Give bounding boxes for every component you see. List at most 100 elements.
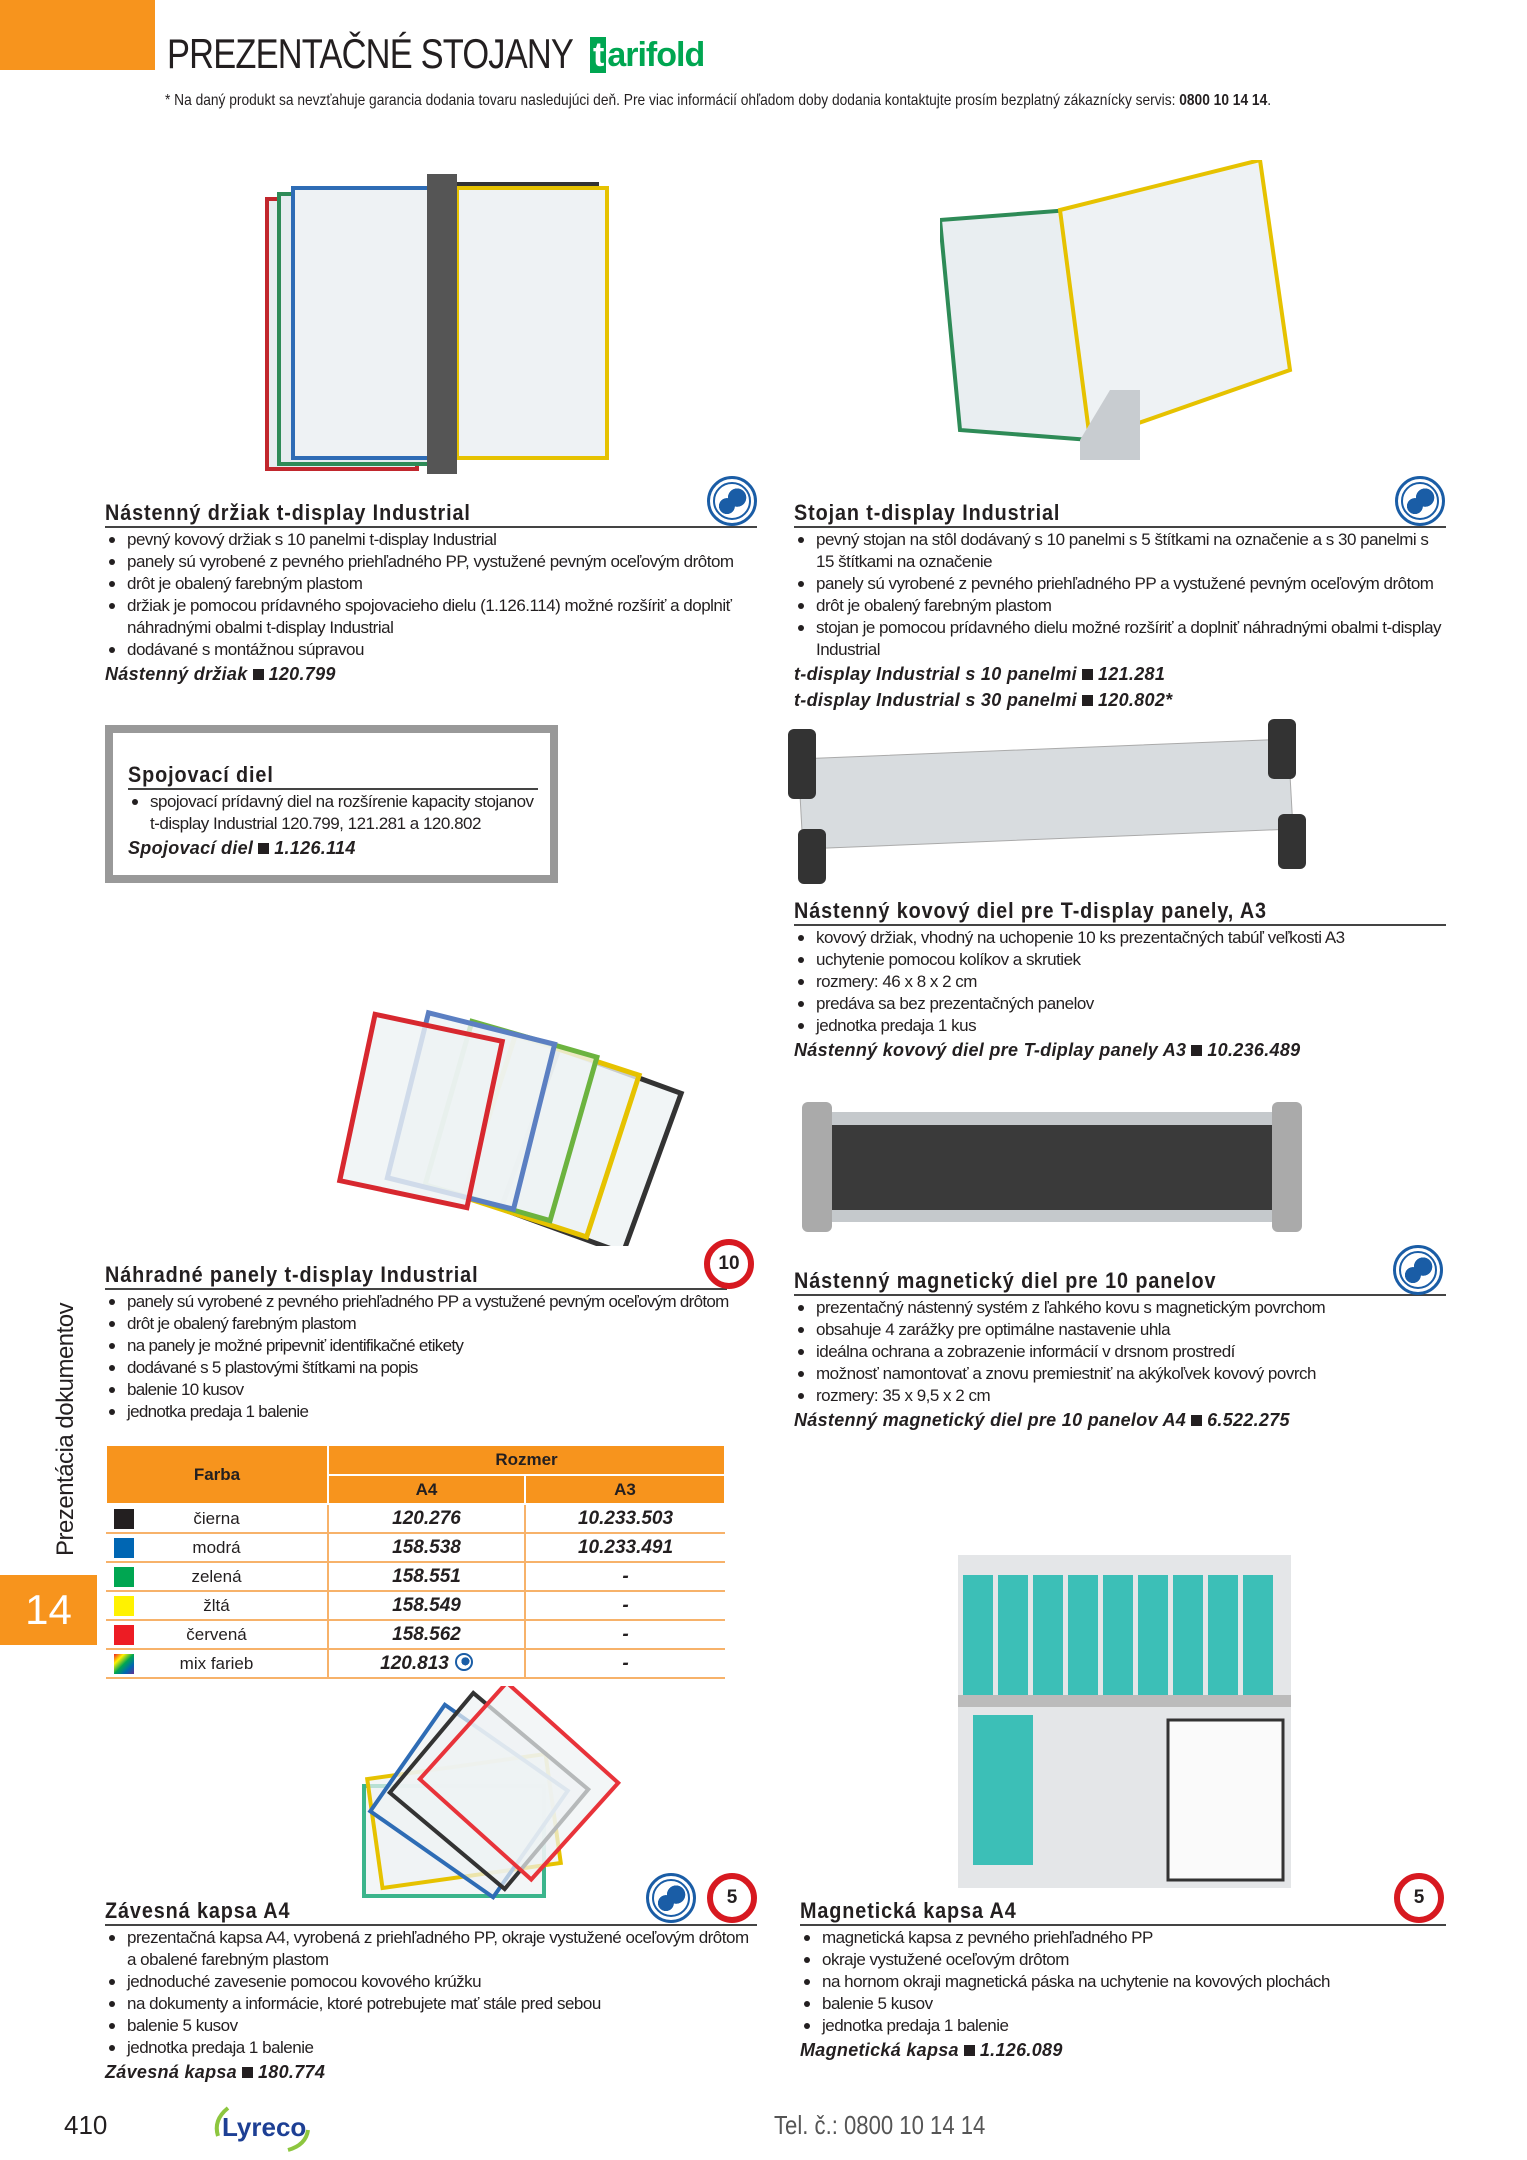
globe-icon bbox=[707, 476, 757, 526]
col-a4: A4 bbox=[326, 1475, 527, 1505]
color-name: zelená bbox=[191, 1566, 242, 1586]
code-a4: 158.538 bbox=[392, 1536, 461, 1558]
product-title: Nástenný držiak t-display Industrial bbox=[105, 500, 757, 528]
code-a4: 120.276 bbox=[392, 1507, 461, 1529]
code-a3: - bbox=[622, 1623, 629, 1645]
order-code: 6.522.275 bbox=[1207, 1410, 1290, 1430]
order-code: 121.281 bbox=[1097, 664, 1166, 684]
code-a3: - bbox=[622, 1652, 629, 1674]
feature-item: drôt je obalený farebným plastom bbox=[105, 573, 757, 595]
footer-phone: Tel. č.: 0800 10 14 14 bbox=[774, 2110, 986, 2140]
hanging-pocket-image bbox=[362, 1686, 622, 1901]
code-a4: 158.549 bbox=[392, 1594, 461, 1616]
color-swatch bbox=[114, 1654, 134, 1674]
magnetic-pocket-image bbox=[958, 1555, 1291, 1888]
page-title: PREZENTAČNÉ STOJANY bbox=[167, 30, 574, 77]
table-row: žltá 158.549 - bbox=[106, 1591, 725, 1621]
metal-a3-block: Nástenný kovový diel pre T-display panel… bbox=[794, 898, 1446, 1063]
wall-holder-image bbox=[265, 174, 609, 474]
globe-icon bbox=[1393, 1245, 1443, 1295]
table-row: mix farieb 120.813 - bbox=[106, 1649, 725, 1679]
feature-list: spojovací prídavný diel na rozšírenie ka… bbox=[128, 791, 538, 835]
feature-item: balenie 10 kusov bbox=[105, 1379, 727, 1401]
feature-item: obsahuje 4 zarážky pre optimálne nastave… bbox=[794, 1319, 1446, 1341]
corner-tab bbox=[0, 0, 155, 70]
color-name: čierna bbox=[193, 1508, 240, 1528]
feature-item: panely sú vyrobené z pevného priehľadnéh… bbox=[794, 573, 1446, 595]
color-name: mix farieb bbox=[179, 1653, 254, 1673]
feature-item: jednotka predaja 1 balenie bbox=[105, 1401, 727, 1423]
color-swatch bbox=[114, 1567, 134, 1587]
feature-item: dodávané s 5 plastovými štítkami na popi… bbox=[105, 1357, 727, 1379]
order-code: 120.799 bbox=[268, 664, 336, 684]
feature-item: rozmery: 46 x 8 x 2 cm bbox=[794, 971, 1446, 993]
product-title: Spojovací diel bbox=[128, 762, 538, 790]
desk-stand-image bbox=[940, 160, 1293, 460]
metal-a3-image bbox=[788, 719, 1306, 884]
code-a4: 158.551 bbox=[392, 1565, 461, 1587]
feature-item: uchytenie pomocou kolíkov a skrutiek bbox=[794, 949, 1446, 971]
feature-item: drôt je obalený farebným plastom bbox=[105, 1313, 727, 1335]
section-label: Prezentácia dokumentov bbox=[52, 1302, 79, 1556]
feature-list: kovový držiak, vhodný na uchopenie 10 ks… bbox=[794, 927, 1446, 1037]
product-title: Nástenný magnetický diel pre 10 panelov bbox=[794, 1268, 1446, 1296]
feature-list: pevný stojan na stôl dodávaný s 10 panel… bbox=[794, 529, 1446, 661]
feature-item: jednotka predaja 1 balenie bbox=[800, 2015, 1446, 2037]
feature-item: pevný kovový držiak s 10 panelmi t-displ… bbox=[105, 529, 757, 551]
feature-item: pevný stojan na stôl dodávaný s 10 panel… bbox=[794, 529, 1446, 573]
table-row: modrá 158.538 10.233.491 bbox=[106, 1533, 725, 1563]
order-line: Nástenný kovový diel pre T-diplay panely… bbox=[794, 1040, 1301, 1060]
feature-item: jednotka predaja 1 kus bbox=[794, 1015, 1446, 1037]
col-color: Farba bbox=[105, 1446, 329, 1505]
color-swatch bbox=[114, 1509, 134, 1529]
feature-item: možnosť namontovať a znovu premiestniť n… bbox=[794, 1363, 1446, 1385]
feature-item: na hornom okraji magnetická páska na uch… bbox=[800, 1971, 1446, 1993]
connector-box bbox=[105, 725, 558, 883]
color-swatch bbox=[114, 1625, 134, 1645]
color-name: modrá bbox=[192, 1537, 241, 1557]
feature-item: prezentačná kapsa A4, vyrobená z priehľa… bbox=[105, 1927, 757, 1971]
feature-list: panely sú vyrobené z pevného priehľadnéh… bbox=[105, 1291, 729, 1423]
chapter-number: 14 bbox=[0, 1575, 97, 1645]
feature-item: dodávané s montážnou súpravou bbox=[105, 639, 757, 661]
product-title: Stojan t-display Industrial bbox=[794, 500, 1446, 528]
feature-item: balenie 5 kusov bbox=[105, 2015, 757, 2037]
pack-quantity-badge: 5 bbox=[1394, 1873, 1444, 1923]
feature-item: jednotka predaja 1 balenie bbox=[105, 2037, 757, 2059]
feature-item: okraje vystužené oceľovým drôtom bbox=[800, 1949, 1446, 1971]
feature-list: prezentačná kapsa A4, vyrobená z priehľa… bbox=[105, 1927, 757, 2059]
code-a3: - bbox=[622, 1565, 629, 1587]
product-title: Magnetická kapsa A4 bbox=[800, 1898, 1446, 1926]
table-row: čierna 120.276 10.233.503 bbox=[106, 1504, 725, 1534]
feature-item: panely sú vyrobené z pevného priehľadnéh… bbox=[105, 1291, 729, 1313]
globe-icon bbox=[1395, 476, 1445, 526]
feature-item: kovový držiak, vhodný na uchopenie 10 ks… bbox=[794, 927, 1446, 949]
table-row: červená 158.562 - bbox=[106, 1620, 725, 1650]
order-code: 1.126.114 bbox=[274, 838, 356, 858]
lyreco-logo: Lyreco bbox=[214, 2106, 310, 2152]
code-a3: - bbox=[622, 1594, 629, 1616]
globe-icon bbox=[454, 1652, 473, 1671]
product-title: Náhradné panely t-display Industrial bbox=[105, 1262, 727, 1290]
feature-list: magnetická kapsa z pevného priehľadného … bbox=[800, 1927, 1446, 2037]
order-code: 120.802* bbox=[1097, 690, 1173, 710]
feature-item: spojovací prídavný diel na rozšírenie ka… bbox=[128, 791, 538, 835]
feature-item: drôt je obalený farebným plastom bbox=[794, 595, 1446, 617]
code-a4: 120.813 bbox=[380, 1652, 449, 1674]
pack-quantity-badge: 5 bbox=[707, 1873, 757, 1923]
delivery-note: * Na daný produkt sa nevzťahuje garancia… bbox=[165, 92, 1272, 109]
code-a4: 158.562 bbox=[392, 1623, 461, 1645]
